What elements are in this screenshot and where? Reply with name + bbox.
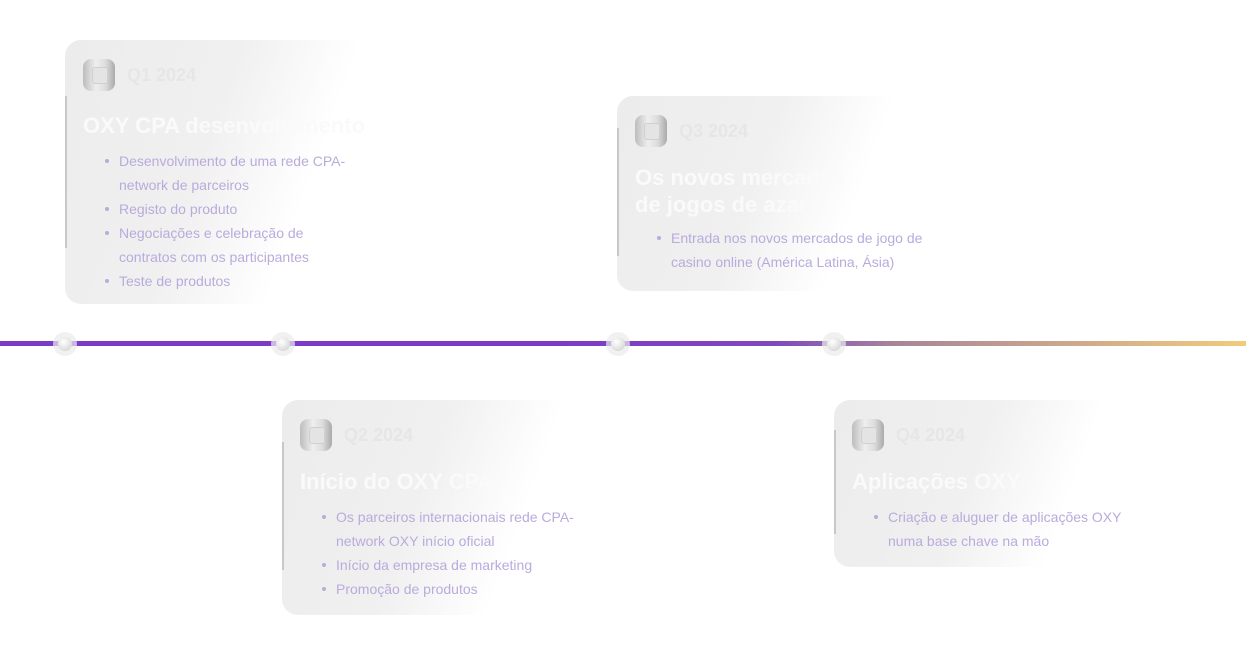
card-quarter: Q1 2024 xyxy=(127,64,197,85)
card-q4: Q4 2024 Aplicações OXY Criação e aluguer… xyxy=(834,400,1134,567)
list-item: Desenvolvimento de uma rede CPA-network … xyxy=(103,149,353,197)
card-divider xyxy=(617,128,619,256)
list-item: Criação e aluguer de aplicações OXY numa… xyxy=(872,505,1142,553)
calendar-icon xyxy=(300,419,332,451)
list-item: Entrada nos novos mercados de jogo de ca… xyxy=(655,226,935,274)
card-quarter: Q2 2024 xyxy=(344,424,414,445)
card-divider xyxy=(282,442,284,570)
calendar-icon xyxy=(635,115,667,147)
card-quarter: Q3 2024 xyxy=(679,120,749,141)
card-divider xyxy=(65,96,67,248)
card-divider xyxy=(834,430,836,534)
card-title: Início do OXY CPA xyxy=(300,469,494,494)
card-q1: Q1 2024 OXY CPA desenvolvimento Desenvol… xyxy=(65,40,365,304)
timeline-dot-q4[interactable] xyxy=(822,332,846,356)
card-q3: Q3 2024 Os novos mercados de jogos de az… xyxy=(617,96,922,291)
list-item: Início da empresa de marketing xyxy=(320,553,590,577)
timeline-dot-q1[interactable] xyxy=(53,332,77,356)
card-title: OXY CPA desenvolvimento xyxy=(83,113,366,138)
card-title: Os novos mercados de jogos de azar xyxy=(635,165,846,217)
calendar-icon xyxy=(852,419,884,451)
list-item: Teste de produtos xyxy=(103,269,353,293)
list-item: Promoção de produtos xyxy=(320,577,590,601)
list-item: Negociações e celebração de contratos co… xyxy=(103,221,353,269)
card-quarter: Q4 2024 xyxy=(896,424,966,445)
calendar-icon xyxy=(83,59,115,91)
card-q2: Q2 2024 Início do OXY CPA Os parceiros i… xyxy=(282,400,582,615)
timeline-dot-q2[interactable] xyxy=(271,332,295,356)
card-title: Aplicações OXY xyxy=(852,469,1021,494)
list-item: Registo do produto xyxy=(103,197,353,221)
timeline-dot-q3[interactable] xyxy=(606,332,630,356)
list-item: Os parceiros internacionais rede CPA-net… xyxy=(320,505,590,553)
